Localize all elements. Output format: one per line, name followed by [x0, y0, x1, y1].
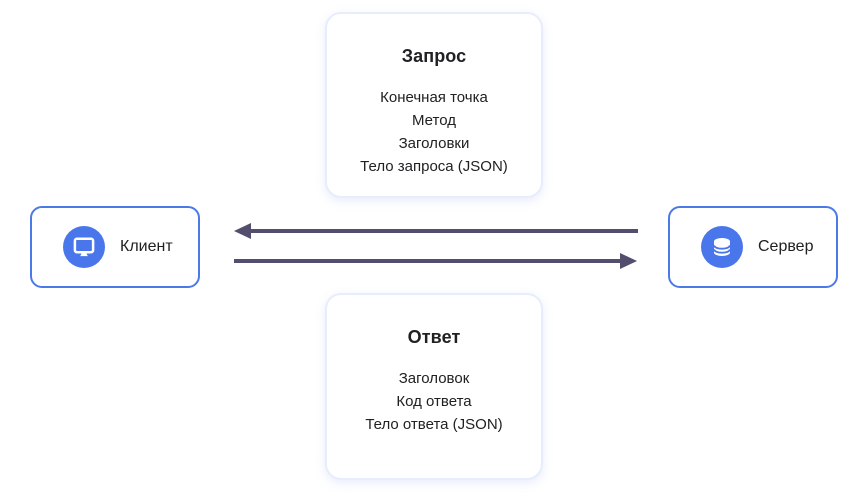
response-card: Ответ Заголовок Код ответа Тело ответа (…	[325, 293, 543, 480]
response-card-items: Заголовок Код ответа Тело ответа (JSON)	[327, 367, 541, 436]
client-label: Клиент	[120, 238, 173, 255]
request-item-endpoint: Конечная точка	[380, 89, 488, 106]
request-item-headers: Заголовки	[398, 135, 470, 152]
database-icon	[701, 226, 743, 268]
server-node: Сервер	[668, 206, 838, 288]
response-item-header: Заголовок	[398, 370, 470, 387]
request-item-body: Тело запроса (JSON)	[360, 158, 508, 175]
request-card-items: Конечная точка Метод Заголовки Тело запр…	[327, 86, 541, 178]
monitor-icon	[63, 226, 105, 268]
arrow-client-to-server	[234, 253, 637, 269]
server-label: Сервер	[758, 238, 814, 255]
arrow-server-to-client	[234, 223, 638, 239]
arrows-layer	[234, 223, 638, 269]
response-item-code: Код ответа	[396, 393, 472, 410]
request-card: Запрос Конечная точка Метод Заголовки Те…	[325, 12, 543, 198]
response-card-title: Ответ	[407, 327, 461, 347]
request-item-method: Метод	[412, 112, 456, 129]
client-node: Клиент	[30, 206, 200, 288]
request-card-title: Запрос	[401, 46, 467, 66]
response-item-body: Тело ответа (JSON)	[365, 416, 503, 433]
